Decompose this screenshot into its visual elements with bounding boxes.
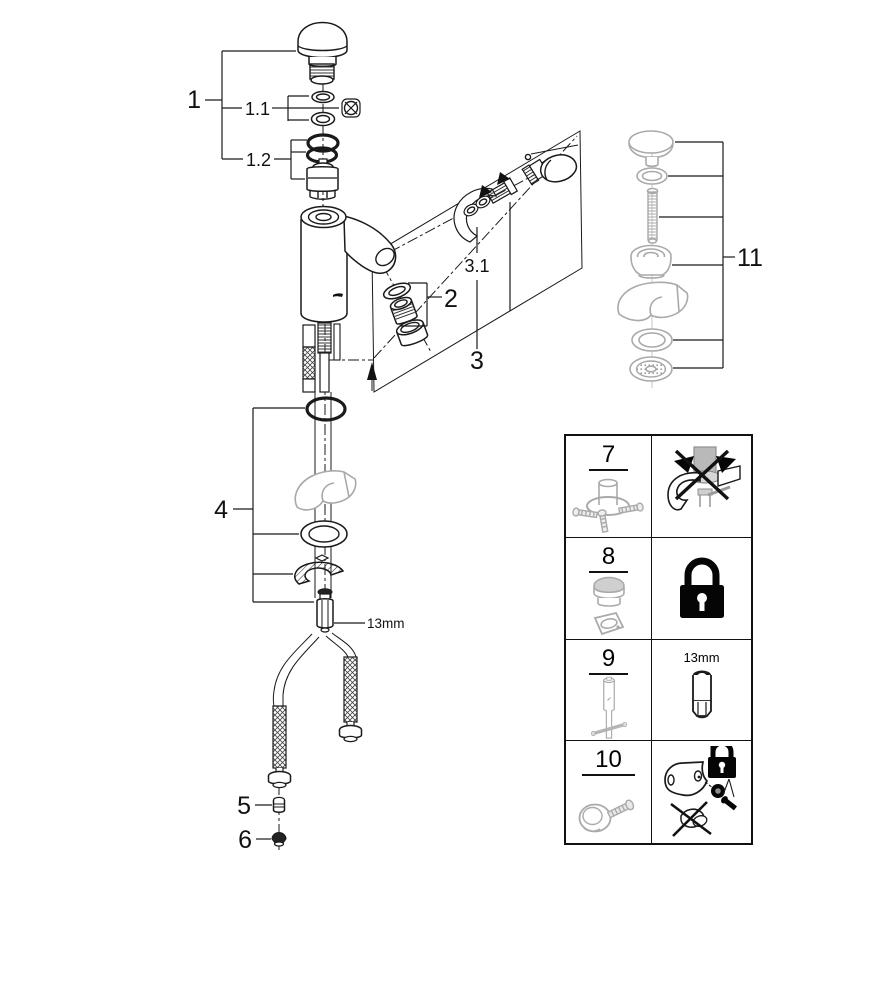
no-twist-warning-icon: [666, 446, 741, 511]
callout-label-1-1: 1.1: [245, 99, 270, 119]
callout-1: 1: [187, 50, 296, 160]
callout-label-6: 6: [238, 826, 252, 854]
insert-arrow-1: [497, 172, 510, 185]
cover-cap-and-screw-icon: [578, 799, 634, 833]
callout-3: 3: [470, 202, 511, 375]
grommet-screw-padlock-warning-icon: [663, 746, 737, 838]
side-lever-assembly: 3.1 3: [453, 144, 579, 375]
drain-ring-lower: [631, 328, 673, 352]
legend-cell-8: 8: [566, 537, 652, 640]
cap-nut: [271, 832, 287, 847]
handle-washers: [310, 90, 336, 127]
supply-hose-right: [338, 656, 363, 743]
callout-3-1: 3.1: [464, 227, 490, 349]
callout-11: 11: [659, 141, 763, 369]
retainer-nut: [341, 98, 361, 118]
callout-1-1: 1.1: [245, 95, 339, 121]
legend-cell-7-warning: [652, 436, 751, 538]
elbow-seal-1: [463, 203, 479, 217]
callout-label-3-1: 3.1: [464, 256, 489, 276]
socket-size-text: 13mm: [683, 649, 720, 665]
legend-number-9: 9: [588, 643, 629, 675]
padlock-icon: [679, 557, 724, 619]
callout-label-5: 5: [237, 792, 251, 820]
legend-cell-10-warning: [652, 741, 751, 843]
lever-screw: [524, 153, 532, 161]
aerator-shell: [395, 319, 429, 347]
legend-number-7: 7: [588, 439, 629, 472]
legend-cell-9-socket: 13mm: [652, 640, 751, 742]
legend-number-10: 10: [582, 744, 635, 777]
legend-number-8: 8: [588, 541, 629, 573]
legend-table: 7: [564, 434, 753, 845]
callout-label-3: 3: [470, 347, 484, 375]
cartridge: [306, 158, 339, 200]
mounting-wedge: [294, 469, 357, 511]
drain-plug-cap: [628, 130, 674, 168]
elbow-seal-2: [475, 195, 491, 209]
mounting-set: 4 13mm: [214, 392, 405, 633]
supply-hoses: 5 6: [237, 632, 363, 854]
callout-label-1: 1: [187, 86, 201, 114]
callout-4: 4: [214, 407, 314, 603]
nut-size-label: 13mm: [334, 616, 405, 631]
horseshoe-bracket: [294, 554, 345, 585]
plug-and-clip-icon: [592, 576, 625, 635]
callout-label-1-2: 1.2: [246, 150, 271, 170]
drain-flange: [630, 244, 672, 279]
brand-mark: [333, 293, 343, 297]
callout-label-11: 11: [737, 244, 763, 272]
legend-cell-9: 9: [566, 639, 652, 742]
aerator-assembly: 2: [382, 282, 458, 347]
mounting-stud: [316, 588, 334, 633]
aerator-seal-washer: [382, 282, 412, 300]
legend-cell-8-lock: [652, 538, 751, 640]
base-washer: [300, 520, 348, 548]
socket-wrench-tool-icon: [590, 676, 627, 739]
handle-knob: [297, 21, 348, 85]
callout-2: 2: [400, 282, 458, 327]
filter-adapter: [272, 796, 286, 813]
mounting-plane: [371, 130, 583, 393]
socket-bit-icon: [691, 670, 712, 718]
callout-label-4: 4: [214, 496, 228, 524]
drain-wedge: [617, 281, 689, 322]
drain-strainer: [629, 356, 673, 382]
mousseur-insert: [389, 296, 418, 325]
callout-label-2: 2: [444, 285, 458, 313]
callout-6: 6: [238, 826, 271, 854]
base-oring: [305, 396, 347, 422]
supply-hose-left: [267, 705, 292, 789]
drain-screw-rod: [646, 187, 659, 244]
legend-cell-7: 7: [566, 436, 652, 538]
callout-1-2: 1.2: [246, 139, 307, 180]
callout-5: 5: [237, 792, 272, 820]
insert-arrow-2: [479, 185, 492, 198]
mounting-direction-arrow: [367, 362, 377, 391]
drain-assembly: 11: [617, 130, 763, 388]
mounting-bracket-with-screws-icon: [571, 478, 644, 533]
faucet-body: [300, 205, 397, 393]
legend-cell-10: 10: [566, 741, 652, 843]
nut-size-text: 13mm: [367, 616, 405, 631]
drain-ring-upper: [636, 167, 668, 185]
